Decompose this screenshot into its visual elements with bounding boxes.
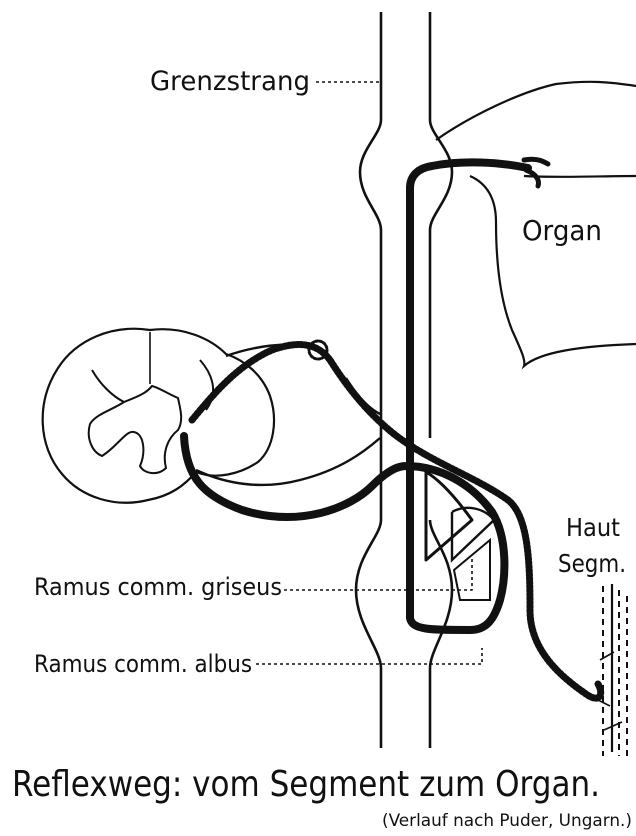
skin-segment — [598, 584, 627, 756]
caption-title: Reflexweg: vom Segment zum Organ. — [12, 764, 600, 805]
label-ramus-albus: Ramus comm. albus — [34, 650, 252, 678]
label-segm: Segm. — [558, 549, 626, 578]
label-ramus-griseus: Ramus comm. griseus — [34, 573, 282, 601]
hatched-nerve-pathway — [192, 341, 601, 698]
caption-source: (Verlauf nach Puder, Ungarn.) — [382, 811, 632, 831]
leader-lines — [256, 82, 482, 664]
label-haut: Haut — [566, 513, 620, 542]
label-grenzstrang: Grenzstrang — [150, 66, 310, 97]
solid-nerve-pathway — [184, 159, 548, 630]
sympathetic-trunk — [356, 12, 452, 748]
label-organ: Organ — [522, 214, 602, 247]
spinal-cord-segment — [43, 329, 274, 503]
